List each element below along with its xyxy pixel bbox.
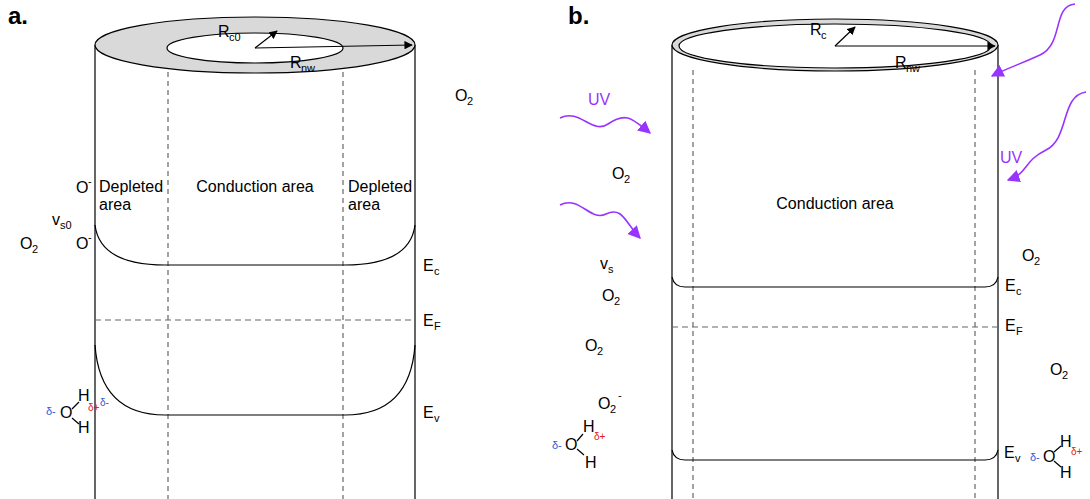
text-label: R: [218, 24, 230, 40]
subscript-label: δ-: [46, 406, 56, 417]
text-label: UV: [588, 92, 610, 108]
text-label: O: [1022, 248, 1034, 264]
subscript-label: F: [434, 321, 441, 332]
subscript-label: 2: [614, 296, 620, 307]
subscript-label: 2: [467, 96, 473, 107]
subscript-label: 2: [597, 346, 603, 357]
text-label: R: [895, 55, 907, 71]
text-label: H: [583, 419, 595, 435]
text-label: H: [1060, 465, 1072, 481]
subscript-label: δ-: [1030, 452, 1040, 463]
text-label: Conduction area: [770, 195, 900, 213]
text-label: H: [585, 455, 597, 471]
text-label: E: [423, 405, 434, 421]
text-label: O: [1043, 449, 1055, 465]
text-label: O: [60, 405, 72, 421]
subscript-label: 2: [1034, 256, 1040, 267]
text-label: O: [612, 166, 624, 182]
text-label: R: [810, 22, 822, 38]
subscript-label: -: [88, 176, 92, 187]
text-label: O: [76, 236, 88, 252]
uv-arrows: [560, 4, 1086, 238]
nanowire-b: [577, 19, 1061, 499]
subscript-label: nw: [906, 63, 920, 74]
subscript-label: c: [1016, 286, 1022, 297]
text-label: E: [423, 258, 434, 274]
text-label: Depleted area: [348, 178, 418, 215]
text-label: v: [52, 212, 60, 228]
subscript-label: -: [618, 390, 622, 401]
subscript-label: 2: [624, 174, 630, 185]
text-label: E: [1004, 445, 1015, 461]
text-label: O: [598, 396, 610, 412]
text-label: a.: [8, 4, 28, 28]
subscript-label: 2: [610, 404, 616, 415]
text-label: O: [76, 180, 88, 196]
subscript-label: s0: [60, 220, 72, 231]
subscript-label: c0: [229, 32, 241, 43]
text-label: O: [602, 288, 614, 304]
subscript-label: nw: [301, 63, 315, 74]
nanowire-a: [72, 17, 415, 499]
subscript-label: 2: [32, 244, 38, 255]
subscript-label: v: [1015, 453, 1021, 464]
text-label: E: [1005, 278, 1016, 294]
subscript-label: δ+: [594, 432, 605, 442]
text-label: v: [600, 256, 608, 272]
subscript-label: δ-: [100, 398, 109, 408]
subscript-label: v: [434, 413, 440, 424]
subscript-label: δ+: [88, 403, 99, 413]
text-label: O: [455, 88, 467, 104]
text-label: E: [1005, 318, 1016, 334]
subscript-label: c: [821, 30, 827, 41]
text-label: E: [423, 313, 434, 329]
text-label: O: [1050, 362, 1062, 378]
text-label: Depleted area: [99, 178, 169, 215]
text-label: Conduction area: [195, 178, 315, 196]
subscript-label: c: [434, 266, 440, 277]
text-label: UV: [1000, 150, 1022, 166]
text-label: R: [290, 55, 302, 71]
text-label: H: [78, 420, 90, 436]
text-label: O: [585, 338, 597, 354]
text-label: H: [78, 388, 90, 404]
text-label: H: [1060, 434, 1072, 450]
text-label: O: [565, 437, 577, 453]
subscript-label: F: [1016, 326, 1023, 337]
subscript-label: δ+: [1071, 447, 1082, 457]
subscript-label: 2: [1062, 370, 1068, 381]
text-label: O: [20, 236, 32, 252]
subscript-label: -: [88, 232, 92, 243]
subscript-label: δ-: [552, 440, 562, 451]
text-label: b.: [568, 4, 589, 28]
subscript-label: s: [608, 264, 614, 275]
